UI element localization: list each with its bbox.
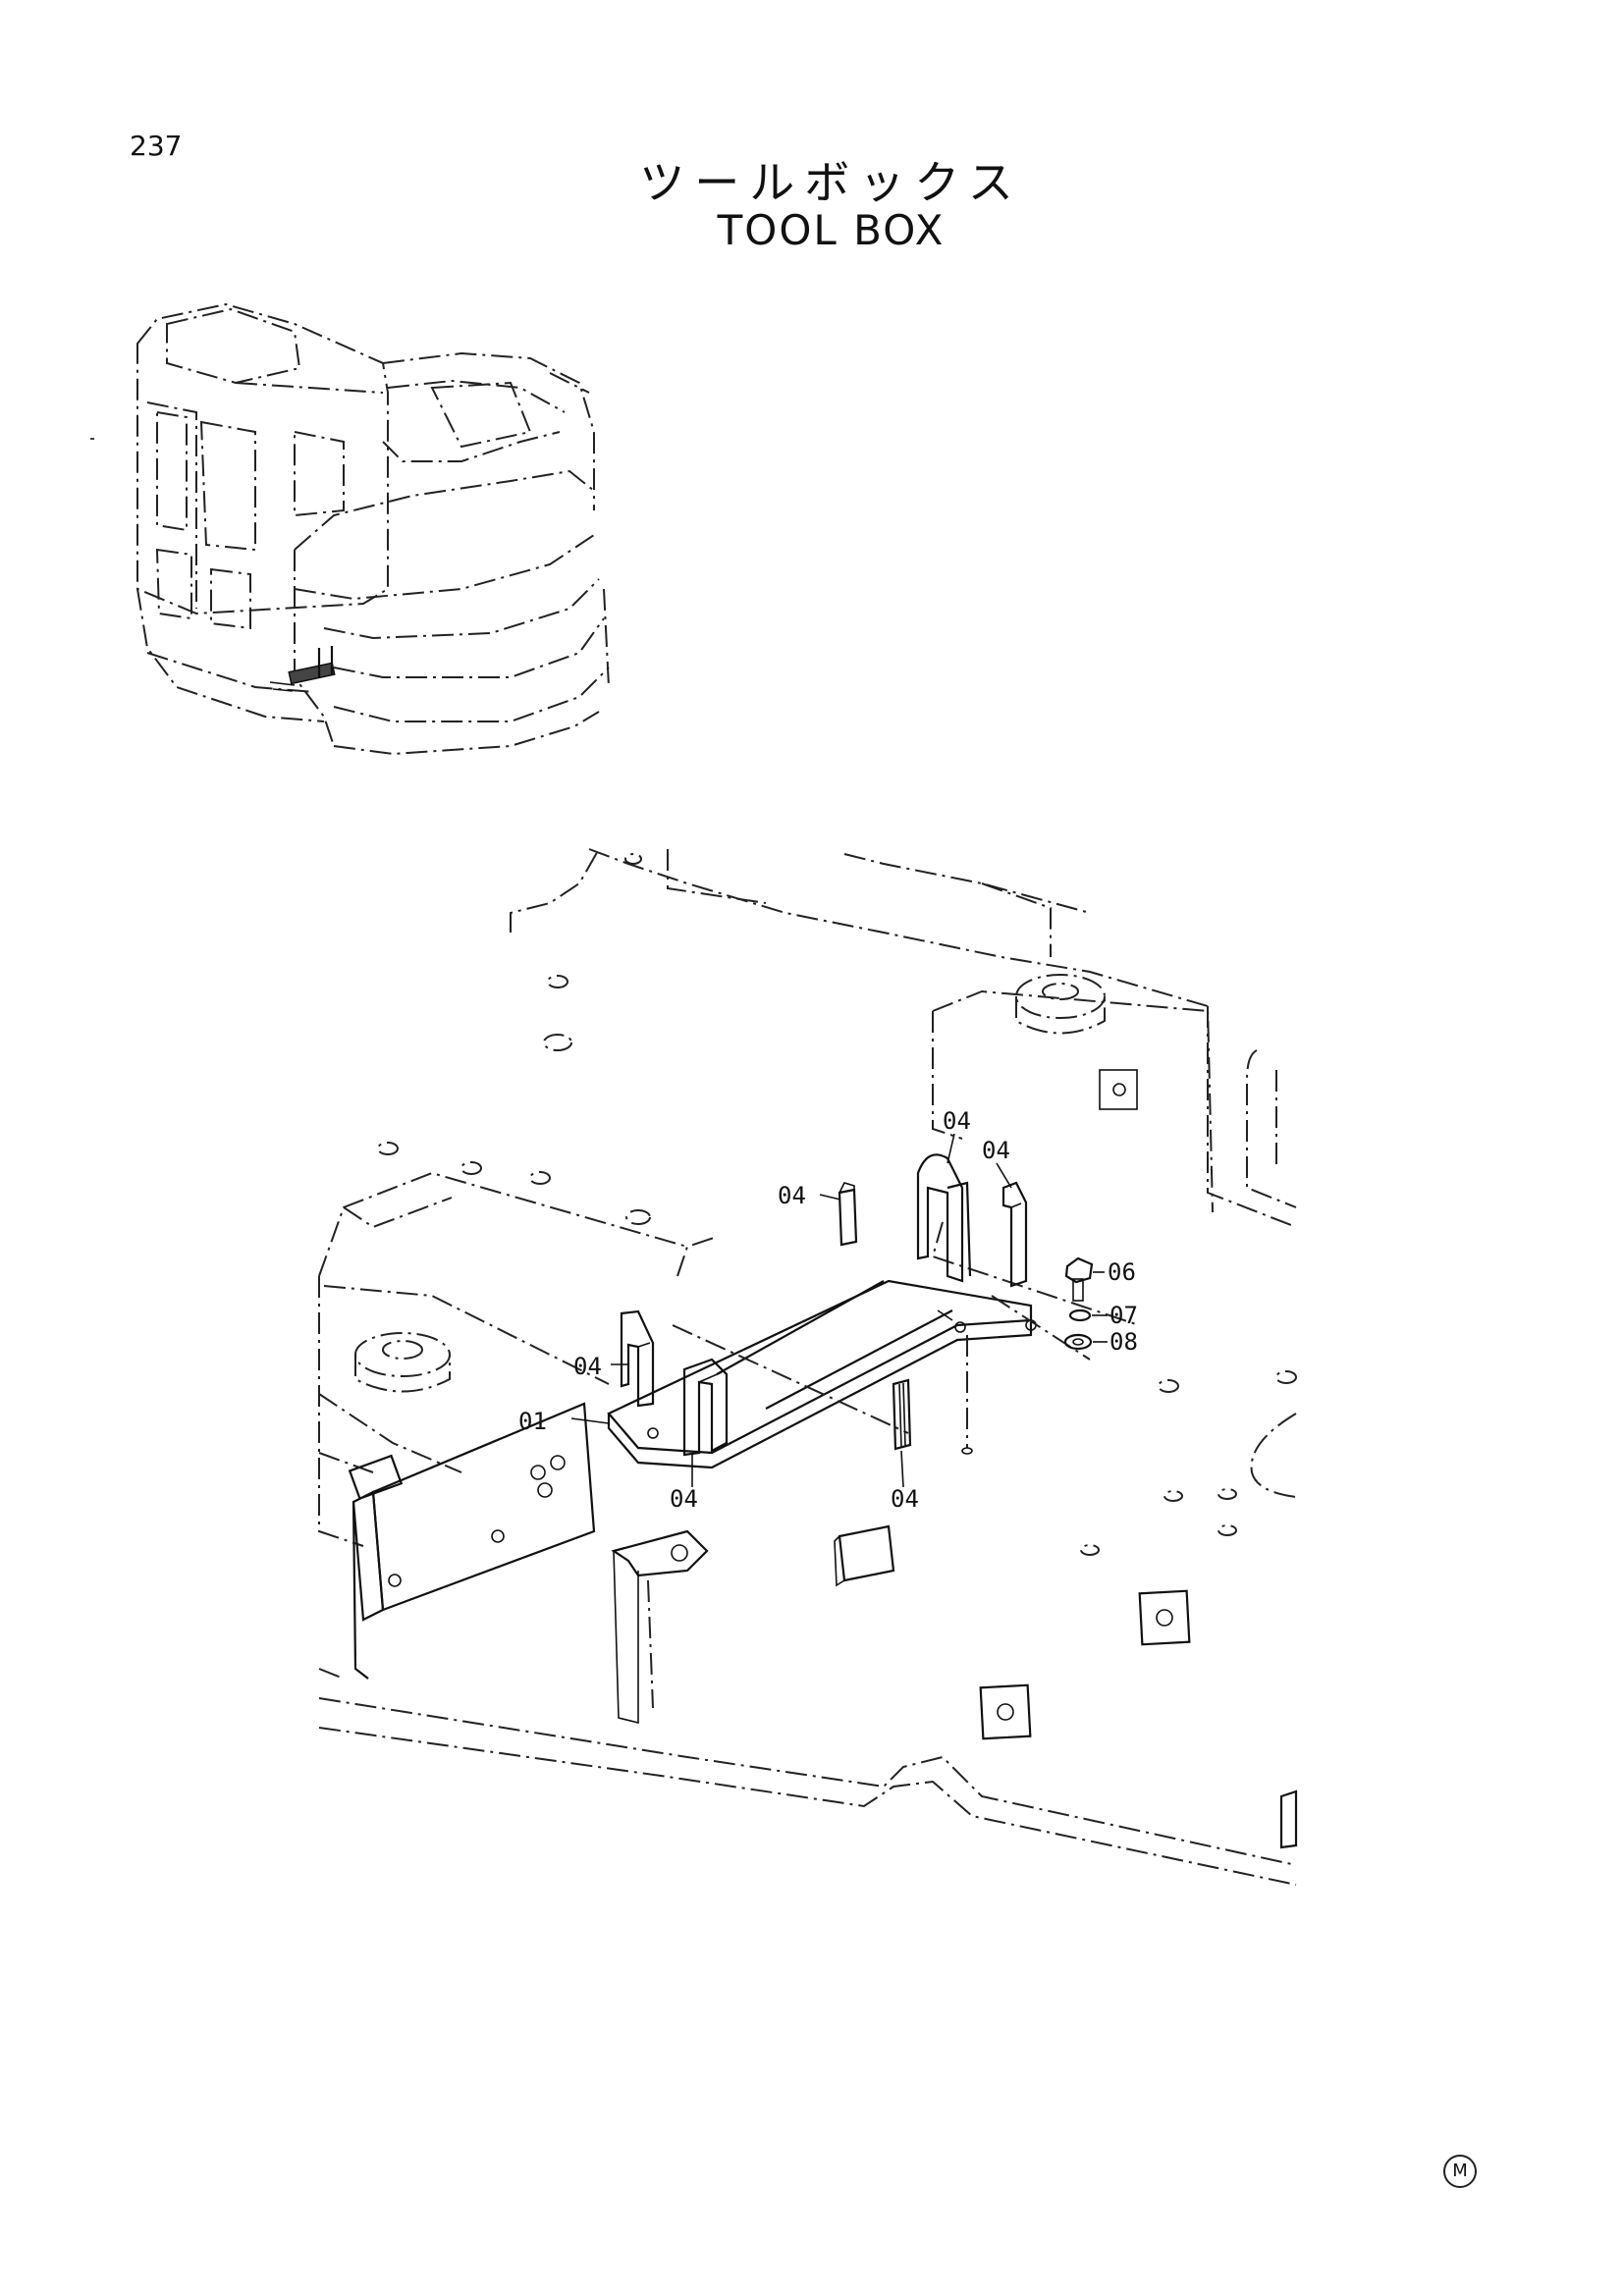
title-english: TOOL BOX [717,206,946,254]
part-label-01: 01 [518,1408,547,1435]
part-label-07: 07 [1109,1302,1138,1329]
part-label-04-left: 04 [573,1353,602,1380]
page-number: 237 [130,130,183,162]
corner-mark: M [1443,2155,1477,2188]
part-label-04-top: 04 [943,1107,971,1135]
part-label-04-bottom-left: 04 [670,1485,698,1513]
frame-illustration [318,848,1298,1886]
leader-lines [570,1133,1108,1488]
part-label-08: 08 [1109,1328,1138,1356]
part-label-04-bottom-right: 04 [891,1485,919,1513]
part-label-04-right: 04 [982,1137,1010,1164]
holder-parts [620,1153,1028,1457]
title-japanese: ツールボックス [639,156,1023,209]
bolt-and-washers [1063,1256,1094,1351]
part-label-06: 06 [1108,1258,1136,1286]
toolbox-location-highlight [269,646,336,692]
part-label-04-mid: 04 [778,1182,806,1209]
tool-box-plate [607,1279,1091,1469]
machine-overview-illustration [90,302,610,756]
